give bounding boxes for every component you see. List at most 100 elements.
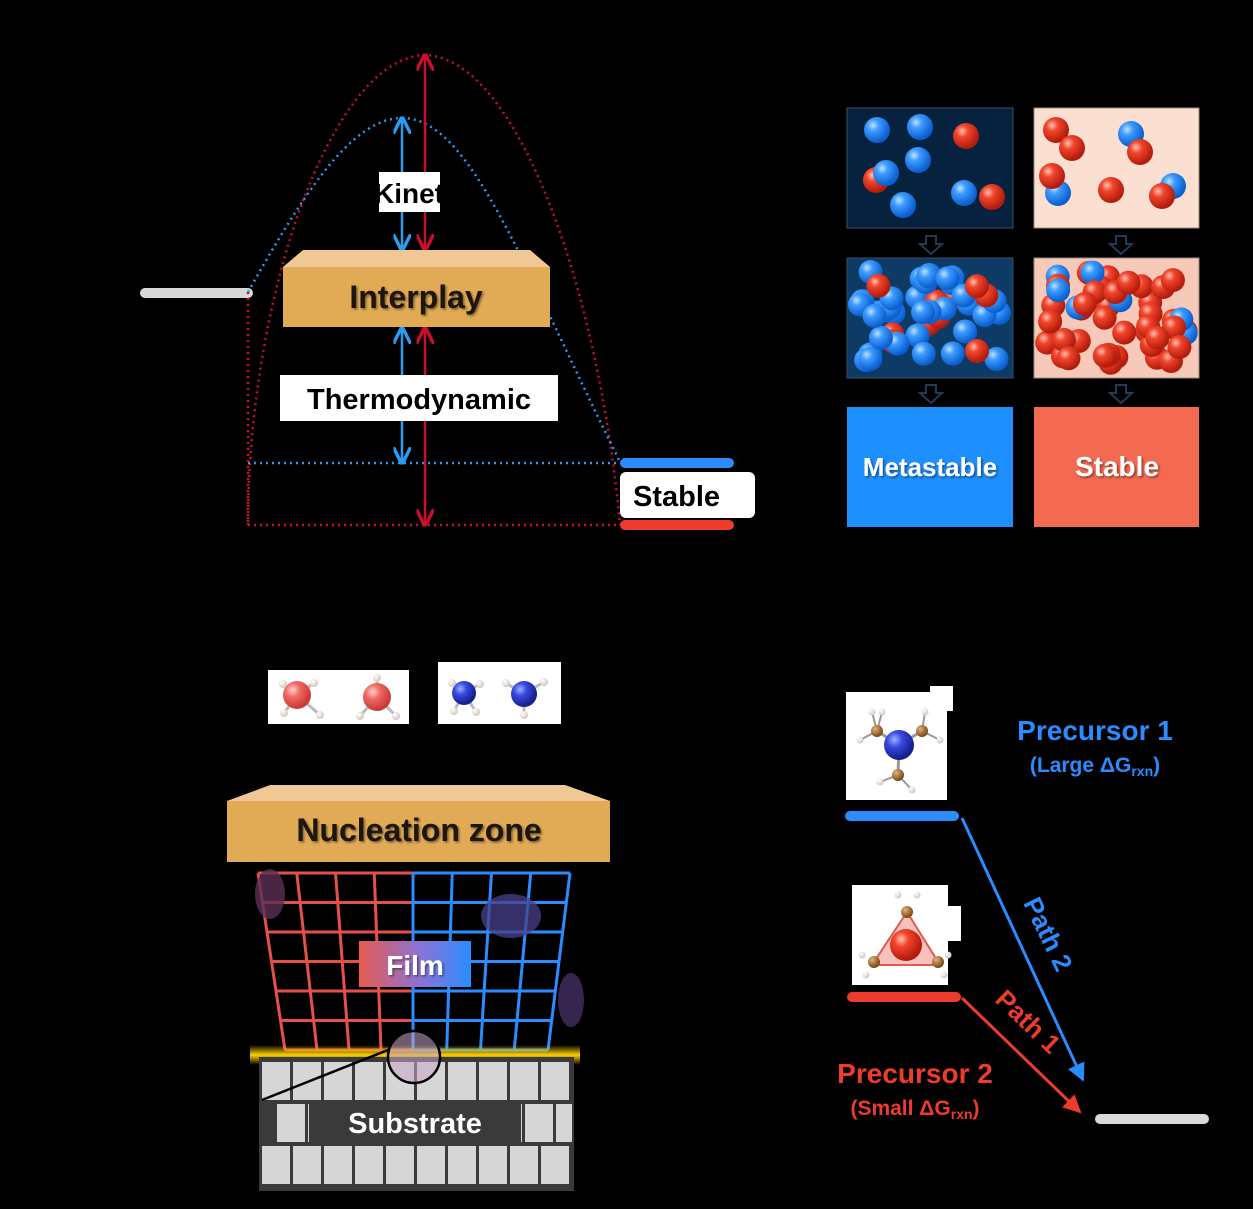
particle xyxy=(1072,291,1097,316)
precursor2-molecule-icon xyxy=(858,891,952,979)
substrate-brick xyxy=(448,1146,476,1184)
interface-zoom-circle xyxy=(386,1029,442,1085)
initial-state-level xyxy=(140,288,253,298)
metastable-result-label: Metastable xyxy=(863,452,997,482)
stable-level-bar xyxy=(620,520,734,530)
kinetic-label-box xyxy=(379,172,440,212)
ensemble-panel: Metastable Stable xyxy=(846,107,1200,527)
film-label-box xyxy=(359,941,471,987)
substrate-brick xyxy=(541,1146,569,1184)
particle xyxy=(1043,117,1069,143)
stable-label-box xyxy=(620,472,755,518)
substrate-brick xyxy=(355,1146,383,1184)
product-level-bar xyxy=(1095,1114,1209,1124)
particle xyxy=(911,341,936,366)
particle xyxy=(965,339,989,363)
substrate-brick xyxy=(293,1146,321,1184)
blue-tetrahedral-molecule-icon xyxy=(448,679,484,716)
metastable-dense-particles xyxy=(848,260,1011,373)
interplay-label: Interplay xyxy=(349,279,483,315)
particle xyxy=(1092,305,1117,330)
particle xyxy=(1080,260,1105,285)
interplay-slab xyxy=(283,267,550,327)
particle xyxy=(905,323,930,348)
metastable-start-particles xyxy=(863,114,1005,218)
particle xyxy=(890,192,916,218)
blue-pyramidal-molecule-icon xyxy=(502,678,548,719)
particle xyxy=(868,325,893,350)
particle xyxy=(1160,268,1185,293)
stable-start-particles xyxy=(1039,117,1186,209)
thermodynamic-label: Thermodynamic xyxy=(307,384,531,416)
particle xyxy=(1038,309,1063,334)
precursor1-title: Precursor 1 xyxy=(1017,715,1173,746)
particle xyxy=(916,264,941,289)
thermodynamic-label-box xyxy=(280,375,558,421)
red-tetrahedral-molecule-icon xyxy=(279,679,324,719)
path1-arrow xyxy=(960,996,1082,1114)
red-pyramidal-molecule-icon xyxy=(356,674,400,720)
substrate-brick xyxy=(262,1146,290,1184)
particle xyxy=(1059,135,1085,161)
zoom-line xyxy=(261,1048,389,1102)
particle xyxy=(907,114,933,140)
particle xyxy=(1098,177,1124,203)
substrate-brick xyxy=(525,1104,553,1142)
film-growth-panel: Nucleation zone Film Substrate xyxy=(227,662,610,1191)
energy-landscape-panel: Kinet Interplay Thermodynamic Stable xyxy=(140,55,755,530)
particle xyxy=(1051,327,1076,352)
nucleation-slab xyxy=(227,801,610,862)
substrate-brick xyxy=(510,1062,538,1100)
precursor-pathway-panel: Precursor 1 (Large ΔGrxn) Path 2 Path 1 … xyxy=(837,686,1209,1124)
substrate-brick xyxy=(277,1104,305,1142)
substrate-brick xyxy=(386,1146,414,1184)
particle xyxy=(1145,325,1170,350)
particle xyxy=(864,117,890,143)
defect-region xyxy=(481,894,541,938)
precursor1-level-bar xyxy=(845,811,959,821)
precursor1-box-tab xyxy=(930,686,953,711)
nucleation-label: Nucleation zone xyxy=(296,812,541,848)
substrate-brick xyxy=(355,1062,383,1100)
particle xyxy=(1046,278,1071,303)
precursor1-molecule-icon xyxy=(856,708,944,794)
particle xyxy=(951,180,977,206)
stable-result-label: Stable xyxy=(1075,451,1159,482)
particle xyxy=(1116,270,1141,295)
metastable-result-box xyxy=(847,407,1013,527)
precursor2-level-bar xyxy=(847,992,961,1002)
substrate-brick xyxy=(556,1104,572,1142)
particle xyxy=(953,319,978,344)
stable-dense-particles xyxy=(1035,260,1198,375)
metastable-level-bar xyxy=(620,458,734,468)
substrate-brick xyxy=(417,1146,445,1184)
particle xyxy=(1056,346,1081,371)
precursor1-subtitle: (Large ΔGrxn) xyxy=(1030,754,1160,779)
film-label: Film xyxy=(386,950,444,981)
precursor2-box-tab xyxy=(940,906,961,941)
particle xyxy=(911,300,935,325)
particle xyxy=(979,184,1005,210)
particle xyxy=(953,123,979,149)
particle xyxy=(1092,343,1117,368)
particle xyxy=(862,303,887,328)
particle xyxy=(858,346,883,371)
particle xyxy=(1127,139,1153,165)
path2-arrow xyxy=(960,817,1085,1082)
defect-region xyxy=(255,869,285,919)
defect-region xyxy=(558,973,584,1027)
particle xyxy=(1112,320,1137,345)
interplay-slab-top xyxy=(283,250,550,267)
precursor2-subtitle: (Small ΔGrxn) xyxy=(850,1097,979,1122)
particle xyxy=(1039,163,1065,189)
particle xyxy=(873,160,899,186)
stable-label: Stable xyxy=(633,481,720,513)
substrate-brick xyxy=(541,1062,569,1100)
substrate-brick xyxy=(479,1062,507,1100)
substrate-brick xyxy=(448,1062,476,1100)
substrate-label-box xyxy=(309,1100,521,1146)
particle xyxy=(866,273,891,298)
substrate-brick xyxy=(324,1062,352,1100)
down-arrow-icon xyxy=(917,235,1135,405)
particle xyxy=(1167,335,1192,360)
